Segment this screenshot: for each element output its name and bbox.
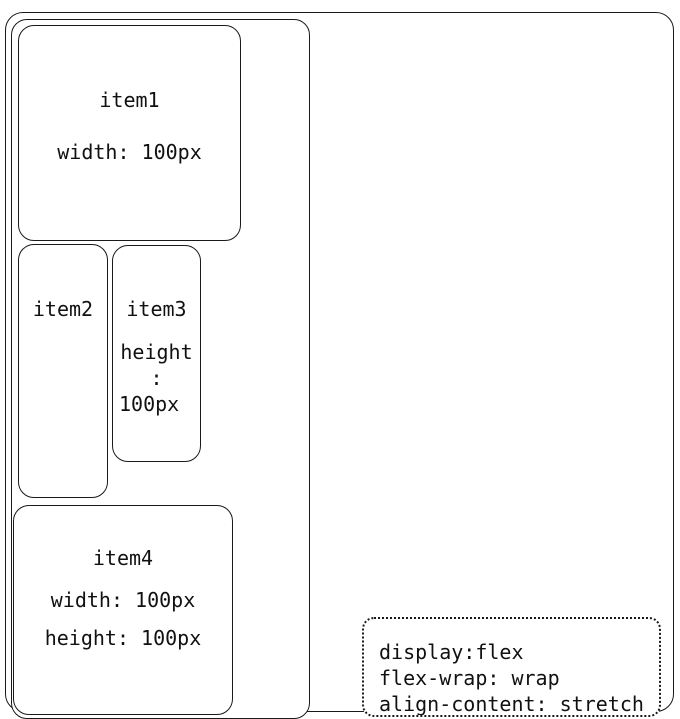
item-label: item3 — [126, 297, 187, 321]
flex-item-3: item3 height : 100px — [112, 245, 201, 462]
item-label: item1 — [99, 88, 160, 112]
item-property: width: 100px — [57, 140, 202, 164]
item-property: height: 100px — [44, 626, 202, 650]
item-label: item4 — [92, 546, 154, 570]
flex-item-1: item1 width: 100px — [18, 25, 241, 241]
item-label: item2 — [32, 297, 94, 321]
flex-item-4: item4 width: 100px height: 100px — [13, 505, 233, 715]
flex-item-2: item2 — [18, 244, 108, 498]
note-line: display:flex — [379, 640, 524, 664]
item-property: : — [150, 366, 163, 390]
item-property: height — [120, 340, 193, 364]
item-property: width: 100px — [50, 588, 196, 612]
item-property: 100px — [119, 392, 180, 416]
note-line: flex-wrap: wrap — [379, 666, 560, 690]
